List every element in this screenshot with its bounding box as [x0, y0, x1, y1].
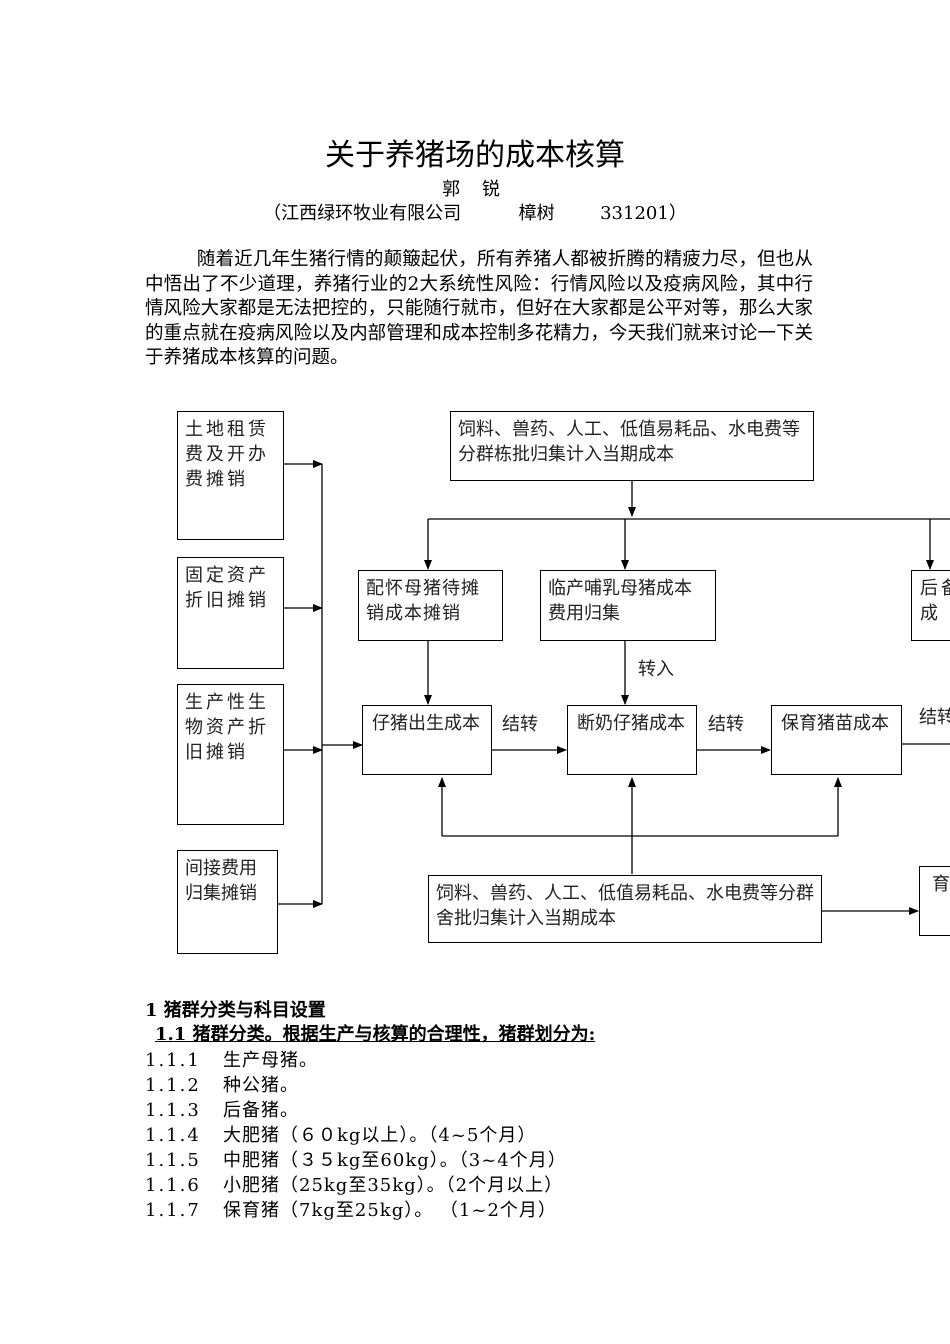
intro-paragraph-block: 随着近几年生猪行情的颠簸起伏，所有养猪人都被折腾的精疲力尽，但也从中悟出了不少道… [145, 248, 813, 371]
box-bottom-direct-costs: 饲料、兽药、人工、低值易耗品、水电费等分群舍批归集计入当期成本 [428, 875, 822, 943]
affiliation-postcode: 331201） [600, 203, 687, 224]
affiliation: （江西绿环牧业有限公司 樟树 331201） [0, 199, 950, 225]
box-fixed-asset-depreciation: 固定资产折旧摊销 [177, 557, 284, 669]
box-land-lease-amortization: 土地租赁费及开办费摊销 [177, 411, 284, 540]
box-grower-cost-partial: 育成 [919, 866, 950, 936]
label-transfer-in: 转入 [638, 659, 674, 680]
intro-paragraph: 随着近几年生猪行情的颠簸起伏，所有养猪人都被折腾的精疲力尽，但也从中悟出了不少道… [145, 249, 813, 368]
label-carry-over-1: 结转 [502, 714, 538, 735]
page-title: 关于养猪场的成本核算 [325, 138, 625, 173]
box-gilt-cost-partial: 后备成 [911, 570, 950, 641]
box-indirect-cost-allocation: 间接费用归集摊销 [177, 850, 278, 954]
section-heading: 1 猪群分类与科目设置 [145, 1000, 326, 1021]
box-top-direct-costs: 饲料、兽药、人工、低值易耗品、水电费等分群栋批归集计入当期成本 [450, 411, 814, 481]
label-carry-over-3: 结转 [919, 707, 950, 728]
author: 郭 锐 [442, 179, 508, 200]
box-bio-asset-depreciation: 生产性生物资产折旧摊销 [177, 684, 284, 825]
affiliation-city: 樟树 [518, 203, 555, 224]
label-carry-over-2: 结转 [708, 714, 744, 735]
box-gestating-sow-cost: 配怀母猪待摊销成本摊销 [358, 570, 503, 641]
box-weaned-piglet-cost: 断奶仔猪成本 [567, 705, 697, 775]
section-subheading: 1.1 猪群分类。根据生产与核算的合理性，猪群划分为: [155, 1024, 596, 1045]
box-nursery-pig-cost: 保育猪苗成本 [771, 705, 902, 775]
affiliation-company: （江西绿环牧业有限公司 [263, 203, 462, 224]
box-lactating-sow-cost: 临产哺乳母猪成本费用归集 [540, 570, 716, 641]
box-piglet-birth-cost: 仔猪出生成本 [362, 705, 492, 775]
